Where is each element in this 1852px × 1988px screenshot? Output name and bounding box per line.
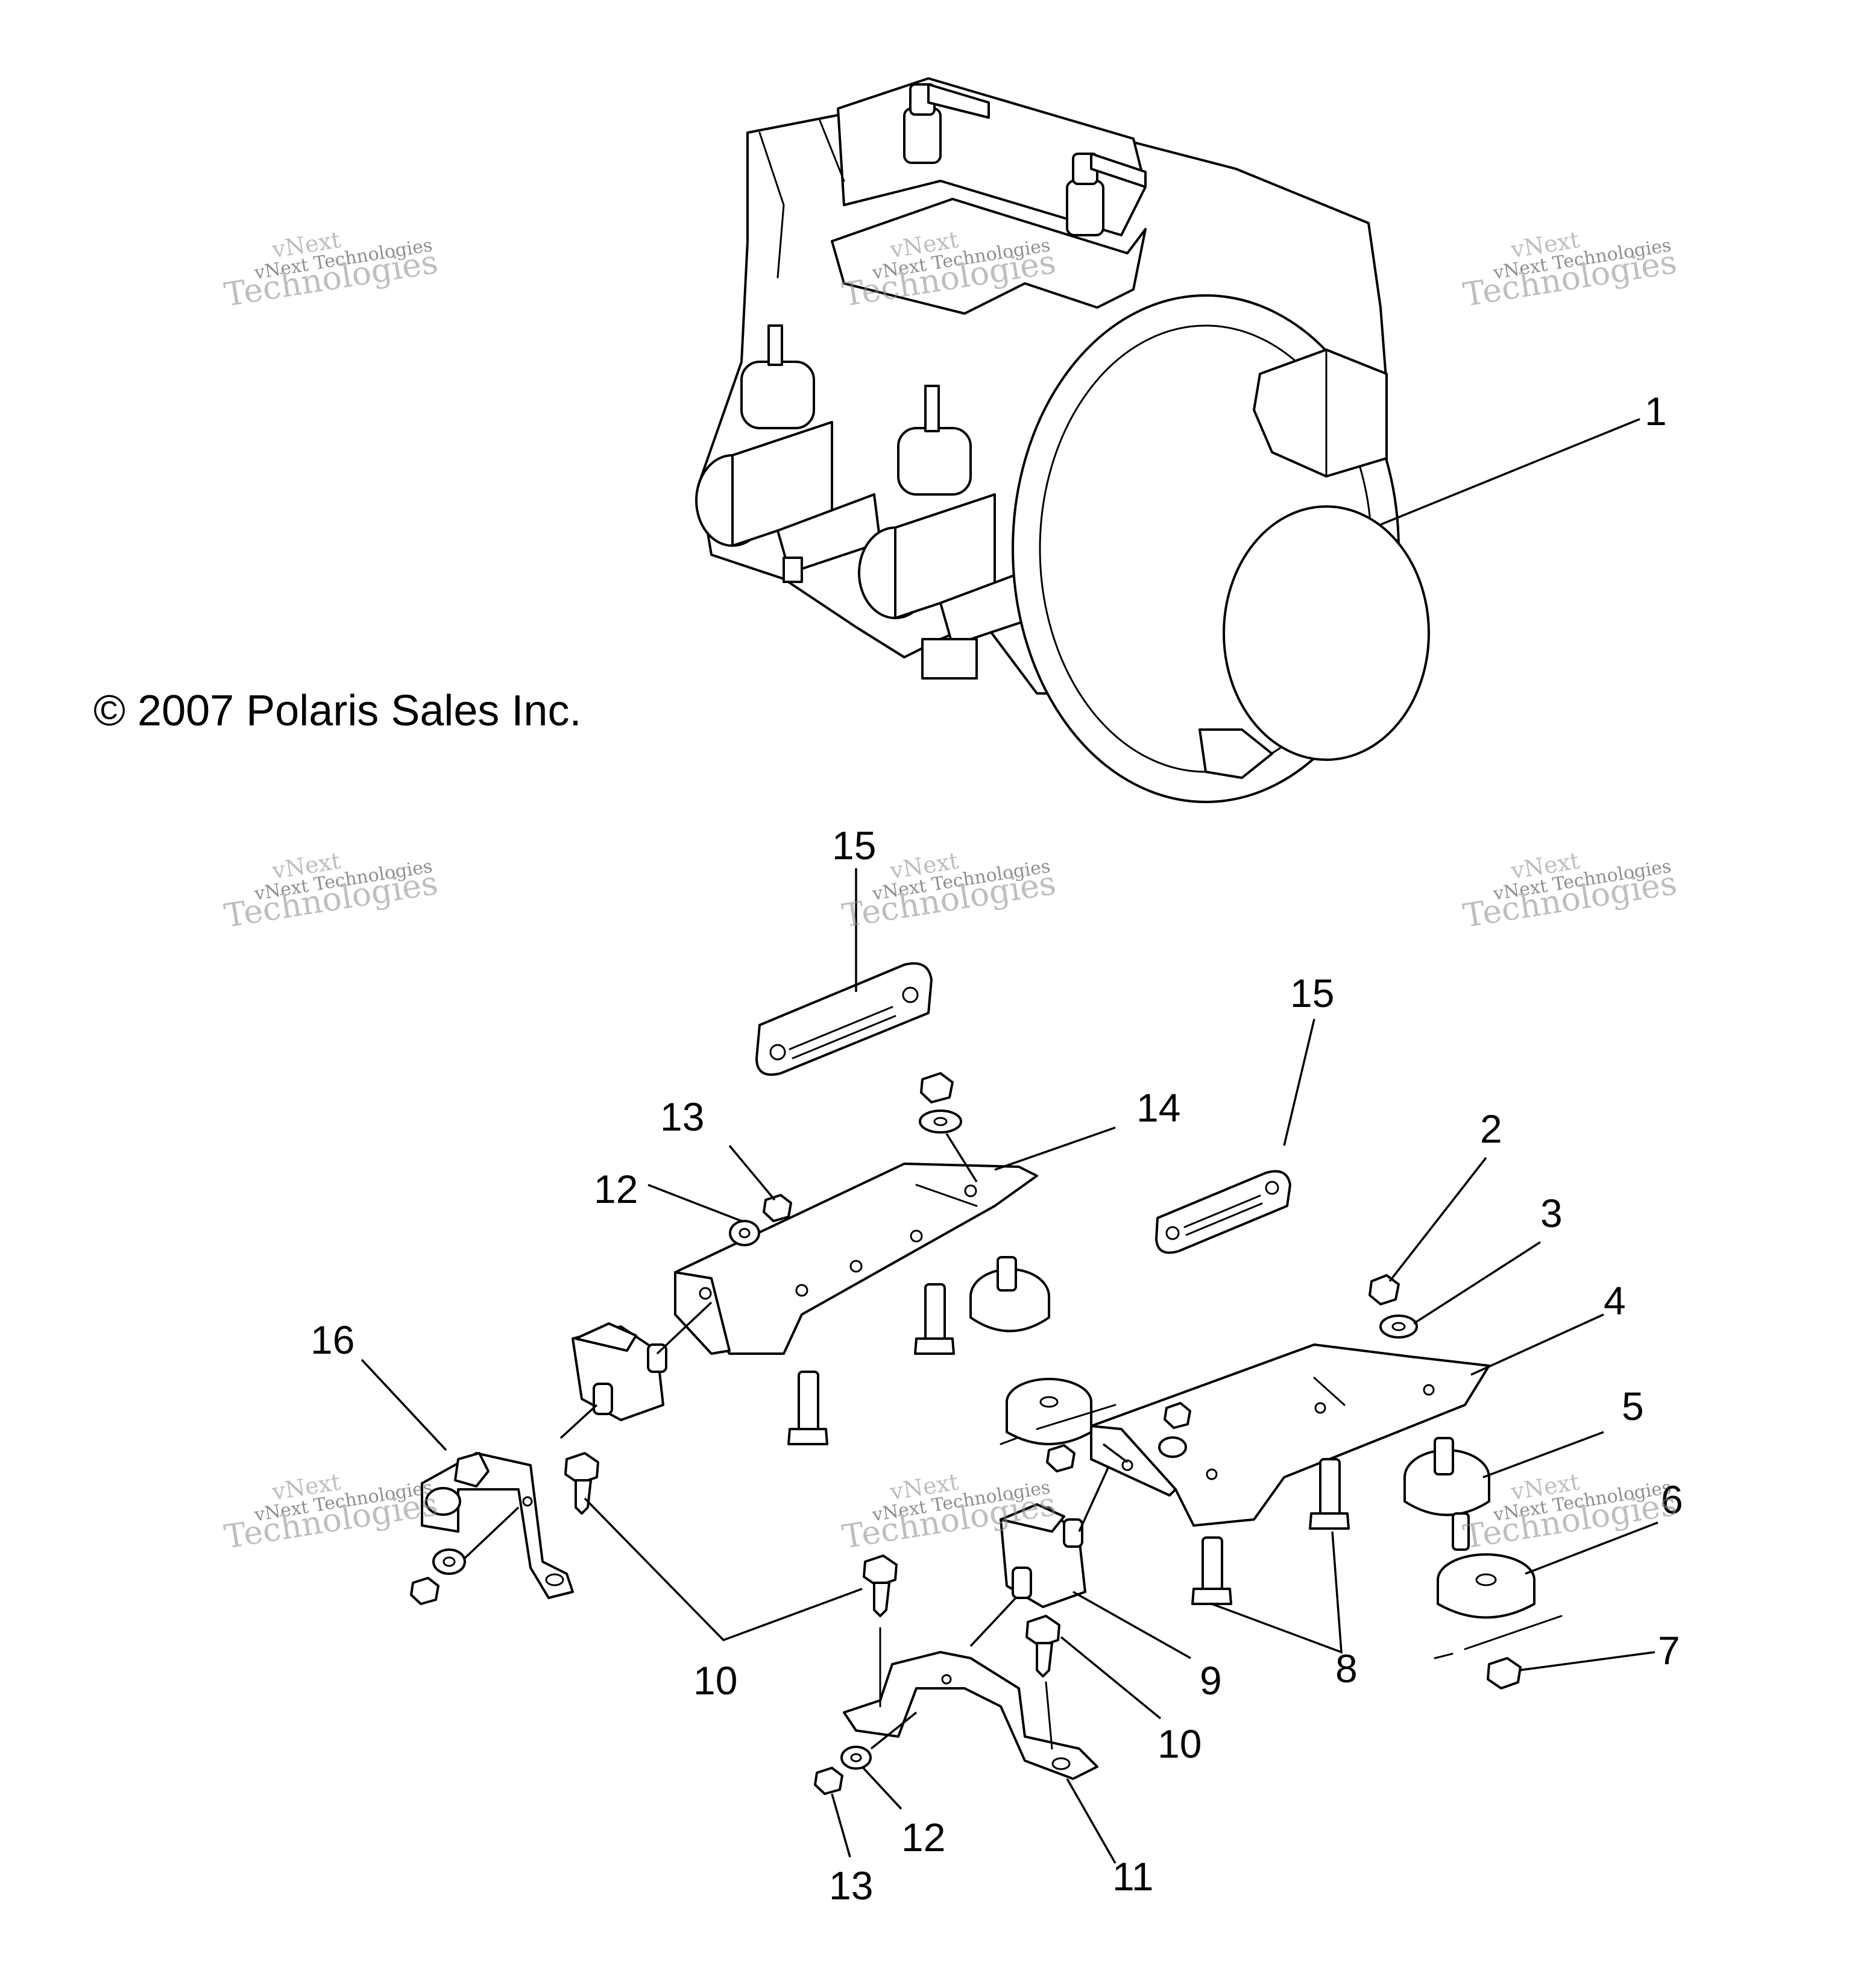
washer-12-lower <box>840 1746 872 1770</box>
engine-mount-strap-right <box>1155 1170 1291 1254</box>
copyright-notice: © 2007 Polaris Sales Inc. <box>93 687 582 735</box>
bolt-upper-mid <box>914 1283 955 1355</box>
head-cover <box>831 198 1147 315</box>
washer-12-upper <box>729 1220 760 1246</box>
bolt-8-right <box>1309 1458 1350 1530</box>
leader-11 <box>1066 1778 1117 1864</box>
bolt-10-right <box>1025 1615 1060 1677</box>
nut-13-lower <box>814 1767 843 1795</box>
bracket-11 <box>843 1651 1098 1780</box>
leader-10-right <box>1060 1636 1162 1720</box>
callout-14: 14 <box>1136 1085 1180 1130</box>
callout-3: 3 <box>1540 1191 1563 1235</box>
leader-1 <box>1380 418 1640 526</box>
leader-8 <box>1211 1531 1343 1654</box>
nut-2 <box>1369 1274 1400 1305</box>
nut-13-upper <box>763 1194 792 1222</box>
callout-9: 9 <box>1200 1658 1222 1703</box>
leader-14 <box>994 1126 1116 1171</box>
callout-4: 4 <box>1604 1278 1626 1323</box>
callout-12-upper: 12 <box>594 1167 638 1211</box>
bolt-8-left <box>1191 1536 1232 1605</box>
callout-8: 8 <box>1335 1646 1358 1691</box>
engine-mount-bracket-rear <box>1090 1343 1490 1527</box>
nut-16 <box>410 1577 439 1605</box>
callout-11: 11 <box>1112 1854 1154 1899</box>
leader-16 <box>361 1358 447 1451</box>
carburetor-left <box>695 324 881 583</box>
washer-3 <box>1379 1314 1418 1339</box>
callout-10-left: 10 <box>693 1658 737 1703</box>
rubber-puck-center <box>1006 1378 1092 1445</box>
nut-right-small <box>1158 1402 1191 1458</box>
bracket-16 <box>421 1452 574 1599</box>
nut-7 <box>1487 1657 1522 1690</box>
engine-assembly <box>695 77 1640 803</box>
callout-2: 2 <box>1480 1106 1502 1151</box>
rubber-mount-left <box>572 1322 667 1421</box>
carburetor-right <box>858 385 1044 680</box>
callout-15-right: 15 <box>1290 971 1334 1015</box>
leader-12-lower <box>861 1766 902 1810</box>
callout-1: 1 <box>1645 389 1667 434</box>
bolt-16 <box>564 1452 599 1515</box>
leader-15b <box>1283 1018 1315 1146</box>
leader-13-lower <box>831 1793 851 1858</box>
rubber-mount-9 <box>1000 1503 1086 1608</box>
bolt-upper-left <box>787 1371 828 1445</box>
callout-13-lower: 13 <box>829 1863 873 1908</box>
rubber-mount-5 <box>1403 1437 1490 1551</box>
engine-mount-bracket-front <box>674 1163 1038 1355</box>
leader-6 <box>1525 1521 1658 1575</box>
callout-15-upper: 15 <box>832 823 876 868</box>
callout-12-lower: 12 <box>901 1815 945 1860</box>
callout-13-upper: 13 <box>660 1094 704 1139</box>
nut-right-edge <box>1046 1444 1076 1472</box>
rubber-mount-center <box>969 1256 1050 1333</box>
bolt-10-left <box>863 1554 898 1617</box>
callout-16: 16 <box>310 1317 354 1362</box>
callout-5: 5 <box>1622 1384 1644 1428</box>
leader-5 <box>1482 1431 1604 1478</box>
leader-13-upper <box>728 1144 776 1201</box>
callout-7: 7 <box>1658 1628 1680 1673</box>
spark-plug-right <box>1066 153 1147 236</box>
washer-16 <box>432 1548 466 1575</box>
spark-plug-left <box>903 83 990 164</box>
leader-10-left-a <box>584 1497 863 1642</box>
leader-7 <box>1519 1651 1655 1671</box>
callout-6: 6 <box>1661 1477 1683 1522</box>
leader-12-upper <box>647 1184 742 1222</box>
leader-3 <box>1413 1241 1541 1325</box>
leader-9 <box>1072 1591 1191 1659</box>
nut-top <box>919 1072 962 1134</box>
rubber-puck-6 <box>1437 1553 1535 1619</box>
recoil-starter-housing <box>1012 294 1430 803</box>
callout-10-right: 10 <box>1158 1721 1202 1766</box>
leader-4 <box>1470 1313 1604 1376</box>
leader-2 <box>1388 1157 1487 1283</box>
engine-mount-strap-upper <box>755 962 933 1076</box>
